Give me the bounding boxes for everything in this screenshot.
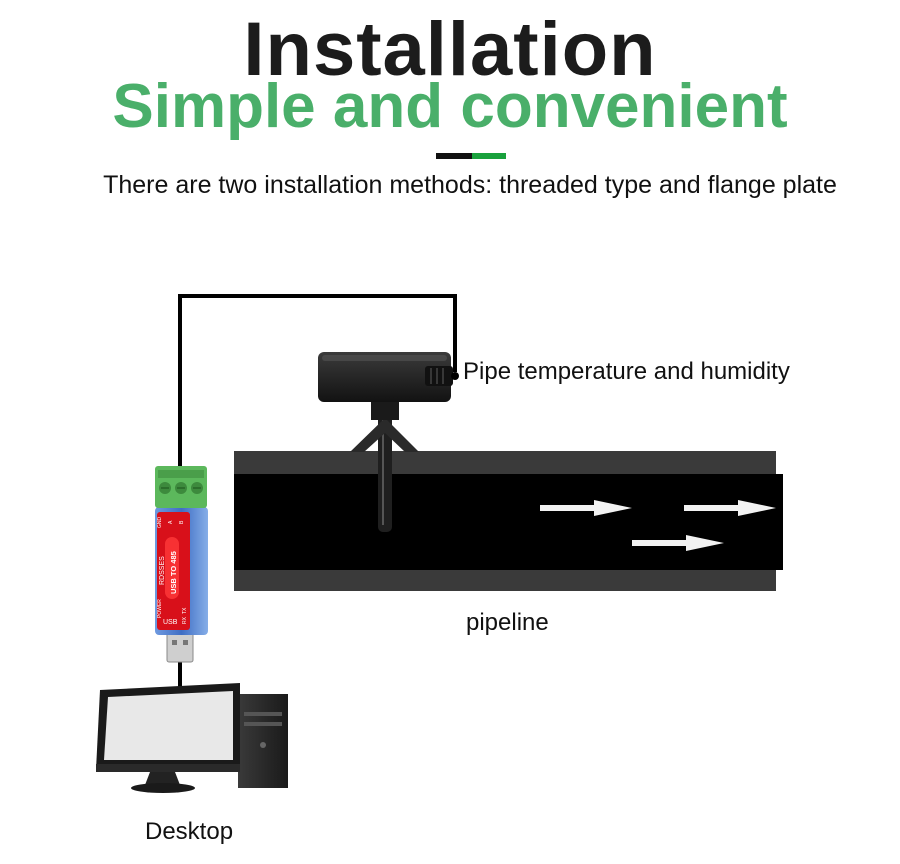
- computer-tower: [238, 694, 288, 788]
- monitor-stand: [145, 772, 180, 785]
- monitor-screen: [104, 691, 233, 760]
- cable-gland: [425, 366, 453, 386]
- mounting-flange: [350, 418, 419, 452]
- installation-description: There are two installation methods: thre…: [103, 171, 837, 199]
- converter-pin-text: GND: [157, 517, 163, 529]
- usb-485-converter: RDSSES USB TO 485 USB POWER TX RX GND A …: [155, 466, 208, 663]
- signal-cable: [178, 294, 457, 475]
- converter-model-text: USB TO 485: [169, 551, 178, 594]
- page-title: Installation: [243, 7, 657, 92]
- desktop-computer: [96, 683, 288, 793]
- title-divider-green: [472, 153, 506, 159]
- converter-power-text: POWER: [157, 599, 163, 618]
- converter-tx-text: TX: [182, 607, 188, 614]
- converter-rx-text: RX: [182, 616, 188, 624]
- duct-sensor: [318, 352, 459, 532]
- converter-port-text: USB: [163, 619, 178, 626]
- title-divider-black: [436, 153, 472, 159]
- flow-arrow: [540, 500, 632, 516]
- pipeline: [234, 451, 783, 591]
- pipe-wall-bottom: [234, 570, 776, 591]
- pipe-wall-top: [234, 451, 776, 475]
- sensor-housing: [318, 352, 451, 402]
- flow-arrow: [684, 500, 776, 516]
- page-subtitle: Simple and convenient: [112, 72, 788, 141]
- converter-brand-text: RDSSES: [159, 556, 166, 585]
- converter-pin-text: A: [168, 520, 174, 524]
- terminal-block: [155, 466, 207, 508]
- desktop-label: Desktop: [145, 818, 234, 845]
- sensor-label: Pipe temperature and humidity: [463, 358, 790, 385]
- converter-pin-text: B: [179, 520, 185, 524]
- usb-plug: [166, 631, 194, 663]
- pipeline-label: pipeline: [466, 609, 549, 636]
- pipe-interior: [234, 474, 783, 570]
- flow-arrow: [632, 535, 724, 551]
